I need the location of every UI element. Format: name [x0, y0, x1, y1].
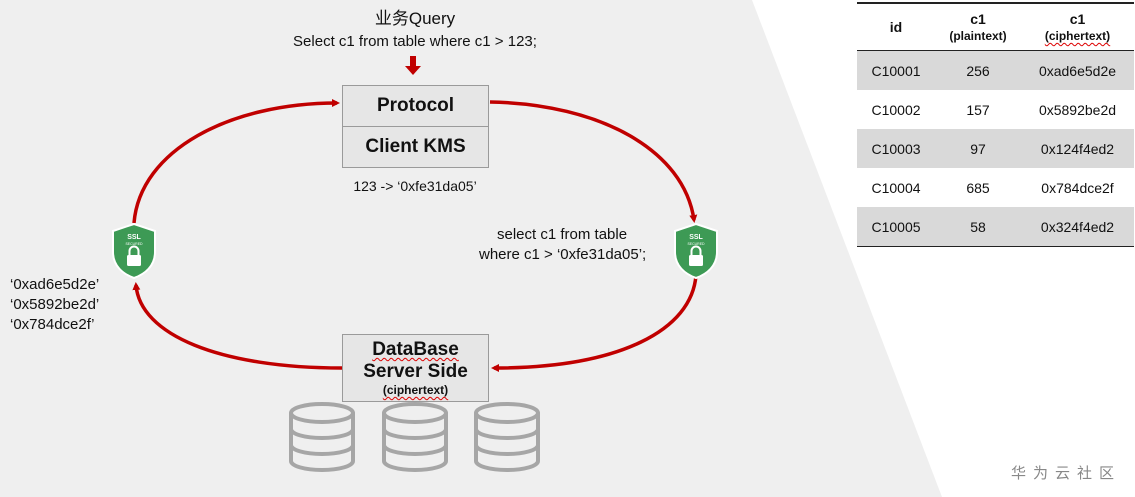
database-icon-1 — [289, 402, 355, 472]
ciphertext-label: (ciphertext) — [382, 383, 449, 397]
protocol-label: Protocol — [376, 95, 455, 116]
header-c1-ciphertext: c1(ciphertext) — [1021, 2, 1134, 51]
svg-text:SECURED: SECURED — [125, 242, 143, 246]
rewritten-query-line1: select c1 from table — [497, 226, 628, 243]
query-down-arrow — [405, 56, 421, 75]
database-icon-3 — [474, 402, 540, 472]
header-c1-plaintext: c1(plaintext) — [935, 2, 1021, 51]
server-side-label: Server Side — [363, 361, 468, 382]
rewritten-query-line2: where c1 > ‘0xfe31da05’; — [479, 246, 647, 263]
svg-text:SSL: SSL — [689, 234, 703, 241]
database-icon-2 — [382, 402, 448, 472]
arc-badge-to-db — [491, 274, 698, 372]
watermark: 华为云社区 — [1010, 465, 1121, 482]
database-label: DataBase — [372, 339, 459, 360]
mapping-note: 123 -> ‘0xfe31da05’ — [353, 178, 477, 194]
arc-badge-to-protocol — [132, 99, 340, 224]
client-kms-box: Client KMS — [342, 126, 489, 168]
query-sql: Select c1 from table where c1 > 123; — [293, 33, 537, 50]
result-value-2: ‘0x5892be2d’ — [10, 296, 100, 313]
svg-text:SECURED: SECURED — [687, 242, 705, 246]
arc-protocol-to-badge — [489, 100, 698, 223]
svg-text:SSL: SSL — [127, 234, 141, 241]
client-kms-label: Client KMS — [365, 136, 466, 157]
ssl-shield-icon-right: SSL SECURED — [674, 222, 718, 280]
arc-db-to-badge — [132, 282, 343, 370]
protocol-box: Protocol — [342, 85, 489, 127]
ssl-shield-icon-left: SSL SECURED — [112, 222, 156, 280]
table-header-row: id c1(plaintext) c1(ciphertext) — [857, 2, 1134, 51]
header-id: id — [857, 2, 935, 51]
query-title: 业务Query — [374, 9, 456, 28]
result-value-1: ‘0xad6e5d2e’ — [10, 276, 100, 293]
database-box: DataBase Server Side (ciphertext) — [342, 334, 489, 402]
result-value-3: ‘0x784dce2f’ — [10, 316, 95, 333]
